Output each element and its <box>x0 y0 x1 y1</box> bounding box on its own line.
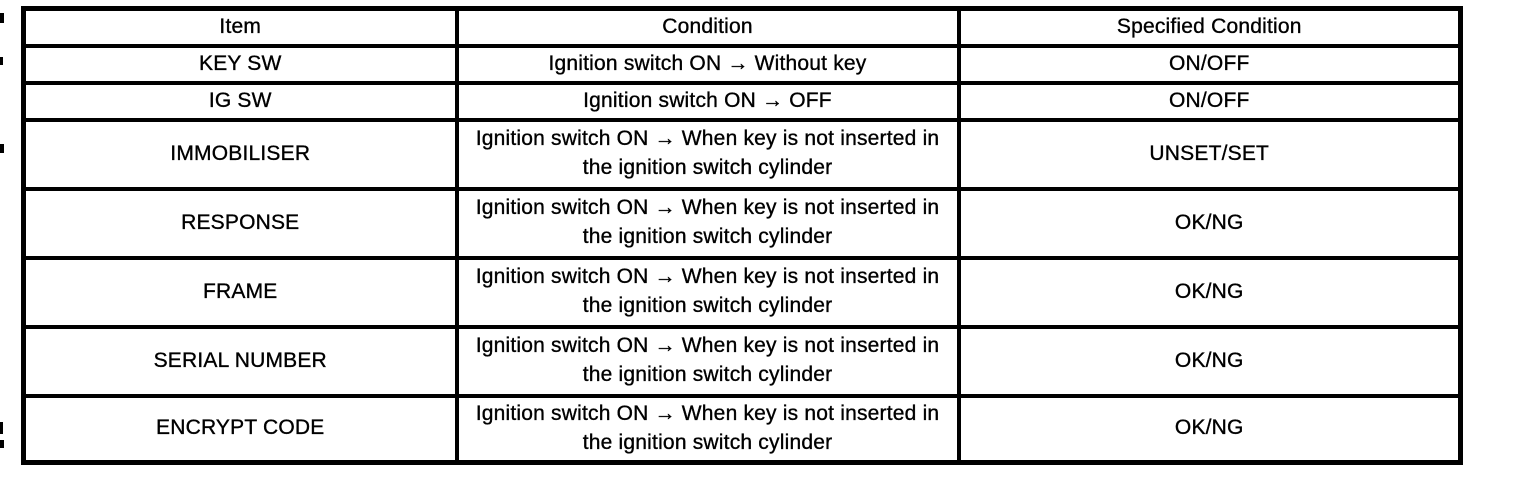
table-row-immobiliser: IMMOBILISER Ignition switch ON → When ke… <box>21 117 1463 191</box>
item-cell: IG SW <box>21 80 459 122</box>
table-header-row: Item Condition Specified Condition <box>21 6 1463 48</box>
table-row-ig-sw: IG SW Ignition switch ON → OFF ON/OFF <box>21 80 1463 122</box>
header-item: Item <box>21 6 459 48</box>
table-row-frame: FRAME Ignition switch ON → When key is n… <box>21 255 1463 329</box>
specified-condition-cell: OK/NG <box>956 324 1463 398</box>
item-cell: RESPONSE <box>21 186 459 260</box>
table-row-encrypt-code: ENCRYPT CODE Ignition switch ON → When k… <box>21 393 1463 465</box>
item-cell: SERIAL NUMBER <box>21 324 459 398</box>
specified-condition-cell: OK/NG <box>956 255 1463 329</box>
scan-speck <box>0 422 3 434</box>
condition-cell: Ignition switch ON → OFF <box>454 80 961 122</box>
specified-condition-cell: ON/OFF <box>956 43 1463 85</box>
item-cell: ENCRYPT CODE <box>21 393 459 465</box>
table-row-serial-number: SERIAL NUMBER Ignition switch ON → When … <box>21 324 1463 398</box>
scan-speck <box>0 144 4 153</box>
condition-cell: Ignition switch ON → When key is not ins… <box>454 324 961 398</box>
item-cell: FRAME <box>21 255 459 329</box>
scan-speck <box>0 13 4 23</box>
scan-speck <box>0 440 4 448</box>
item-cell: KEY SW <box>21 43 459 85</box>
condition-cell: Ignition switch ON → When key is not ins… <box>454 255 961 329</box>
condition-cell: Ignition switch ON → Without key <box>454 43 961 85</box>
specified-condition-cell: UNSET/SET <box>956 117 1463 191</box>
header-condition: Condition <box>454 6 961 48</box>
condition-cell: Ignition switch ON → When key is not ins… <box>454 393 961 465</box>
item-cell: IMMOBILISER <box>21 117 459 191</box>
table-row-response: RESPONSE Ignition switch ON → When key i… <box>21 186 1463 260</box>
specified-condition-cell: OK/NG <box>956 393 1463 465</box>
specified-condition-cell: OK/NG <box>956 186 1463 260</box>
header-specified-condition: Specified Condition <box>956 6 1463 48</box>
condition-cell: Ignition switch ON → When key is not ins… <box>454 117 961 191</box>
specified-condition-cell: ON/OFF <box>956 80 1463 122</box>
table-row-key-sw: KEY SW Ignition switch ON → Without key … <box>21 43 1463 85</box>
diagnostic-data-list-table: Item Condition Specified Condition KEY S… <box>21 6 1463 465</box>
scan-speck <box>0 57 3 65</box>
condition-cell: Ignition switch ON → When key is not ins… <box>454 186 961 260</box>
